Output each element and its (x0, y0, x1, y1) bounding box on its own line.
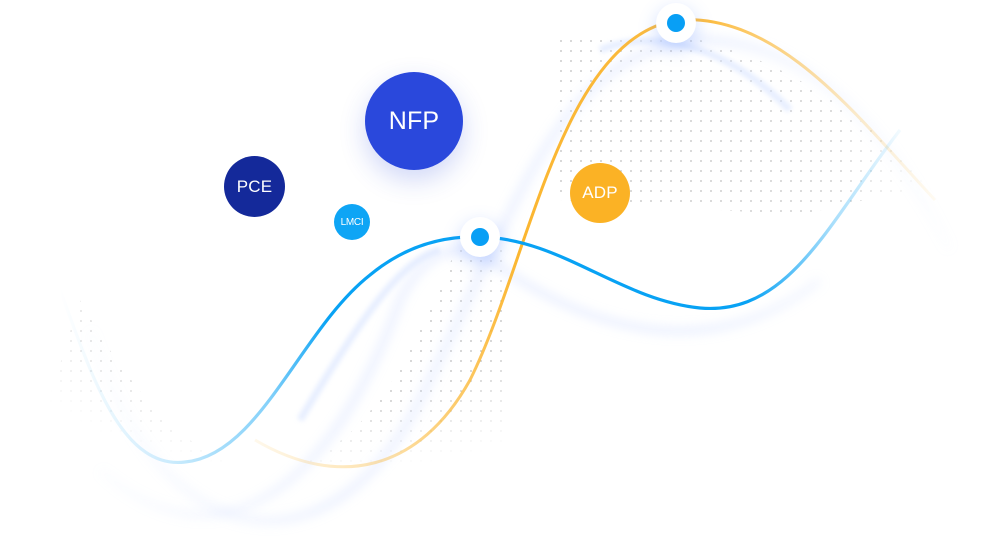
bubble-pce[interactable]: PCE (224, 156, 285, 217)
bubble-pce-label: PCE (236, 176, 273, 196)
peak-marker[interactable] (656, 3, 696, 43)
bubble-lmci-label: LMCI (340, 216, 364, 228)
orange-wave (254, 18, 937, 469)
bubble-lmci[interactable]: LMCI (334, 204, 370, 240)
bubble-adp[interactable]: ADP (570, 163, 630, 223)
crossing-marker[interactable] (460, 217, 500, 257)
bubble-nfp-label: NFP (388, 106, 440, 135)
shadow-wave-mid (296, 37, 793, 422)
bubble-adp-label: ADP (582, 183, 618, 202)
shadow-wave-blue (96, 245, 823, 520)
peak-marker-dot (667, 14, 685, 32)
blue-wave (58, 129, 902, 464)
bubble-nfp[interactable]: NFP (365, 72, 463, 170)
crossing-marker-dot (471, 228, 489, 246)
